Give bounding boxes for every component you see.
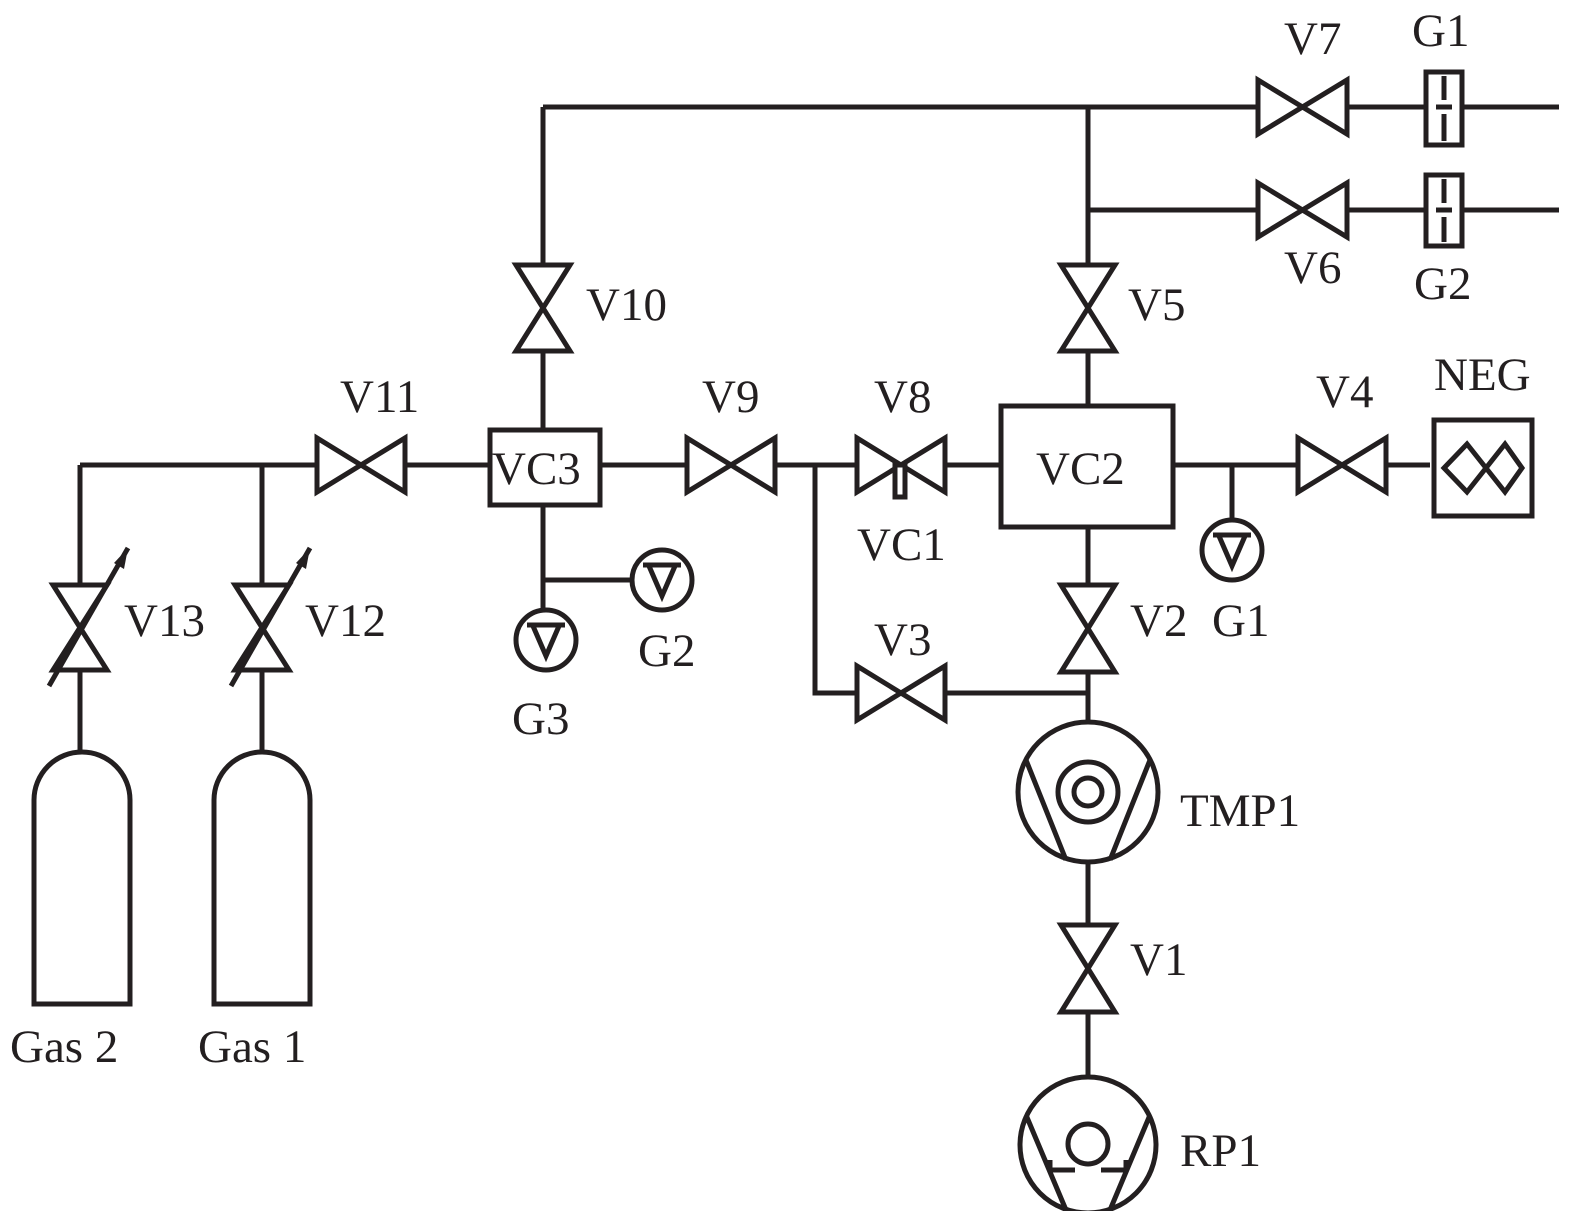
valve-v10: [511, 262, 575, 354]
label-gas2: Gas 2: [10, 1021, 118, 1073]
valve-v7: [1255, 75, 1350, 139]
label-v6: V6: [1284, 242, 1341, 294]
valve-v4: [1295, 433, 1389, 497]
label-g2-top: G2: [1414, 258, 1471, 310]
label-tmp1: TMP1: [1180, 785, 1300, 837]
turbo-pump-tmp1: [1015, 719, 1161, 865]
valve-v3: [854, 661, 948, 725]
label-v5: V5: [1128, 279, 1185, 331]
valve-v13: [46, 546, 131, 688]
rough-pump-rp1: [1017, 1074, 1159, 1211]
label-v11: V11: [340, 371, 419, 423]
label-gas1: Gas 1: [198, 1021, 306, 1073]
gas-cylinder-2: [31, 749, 133, 1007]
gauge-g1: [1199, 517, 1265, 583]
valve-v6: [1255, 178, 1350, 242]
gauge-g1-top: [1423, 69, 1465, 148]
label-vc2: VC2: [1036, 443, 1125, 495]
label-g2: G2: [638, 625, 695, 677]
label-vc3: VC3: [492, 443, 581, 495]
label-v10: V10: [586, 279, 667, 331]
label-v9: V9: [702, 371, 759, 423]
valve-v12: [228, 546, 313, 688]
label-neg: NEG: [1434, 349, 1531, 401]
chamber-vc3: [487, 427, 603, 508]
label-v7: V7: [1284, 13, 1341, 65]
valve-v8: [854, 433, 948, 500]
label-v13: V13: [124, 595, 205, 647]
label-v2: V2: [1130, 595, 1187, 647]
labels: V7 G1 V6 G2 V10 V5 NEG V4 V11 V9 V8 VC3 …: [10, 5, 1531, 1177]
valve-v9: [684, 433, 778, 497]
label-v8: V8: [874, 371, 931, 423]
gauge-g2: [629, 547, 695, 613]
valve-v11: [314, 433, 408, 497]
gauge-g2-top: [1423, 172, 1465, 249]
label-g1: G1: [1212, 595, 1269, 647]
label-v4: V4: [1316, 366, 1373, 418]
label-v12: V12: [305, 595, 386, 647]
label-g3: G3: [512, 693, 569, 745]
label-g1-top: G1: [1412, 5, 1469, 57]
neg-pump: [1431, 417, 1535, 519]
valve-v2: [1056, 582, 1120, 675]
valve-v1: [1056, 922, 1120, 1015]
valve-v5: [1056, 262, 1120, 354]
label-vc1: VC1: [857, 519, 946, 571]
gauge-g3: [513, 607, 579, 673]
label-v1: V1: [1130, 934, 1187, 986]
gas-cylinder-1: [211, 749, 313, 1007]
label-rp1: RP1: [1180, 1125, 1261, 1177]
chamber-vc2: [998, 403, 1176, 530]
label-v3: V3: [874, 614, 931, 666]
